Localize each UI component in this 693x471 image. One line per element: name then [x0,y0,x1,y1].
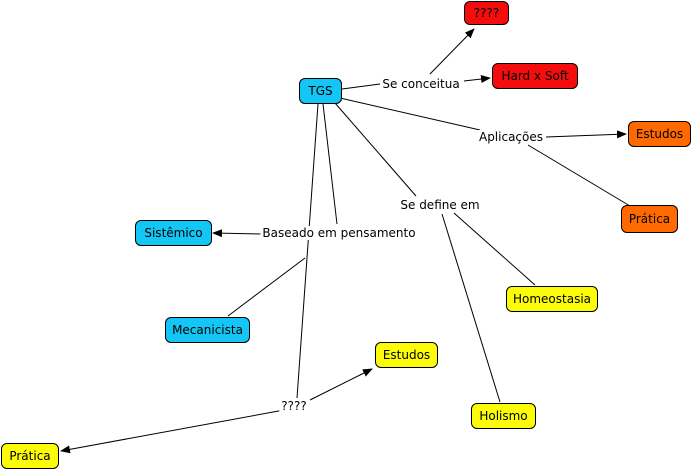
connector-baseado-mecanicista [227,257,306,317]
connector-se-define-em-holismo [441,213,501,403]
link-label-baseado-em-pensamento: Baseado em pensamento [260,226,418,240]
connector-se-define-em-homeostasia [453,212,536,286]
node-holismo[interactable]: Holismo [471,403,536,429]
node-pratica-orange[interactable]: Prática [621,205,678,233]
link-label-unknown-mid: ???? [279,399,309,413]
link-label-se-define-em: Se define em [398,198,482,212]
connector-tgs-se-conceitua [341,83,381,90]
connector-tgs-unknown-mid [296,103,319,399]
node-unknown-top[interactable]: ???? [464,1,509,25]
connector-tgs-baseado [322,103,338,225]
node-homeostasia[interactable]: Homeostasia [506,286,598,312]
connector-se-conceitua-unknown [429,28,475,75]
node-tgs[interactable]: TGS [299,78,342,104]
connector-baseado-sistemico [212,229,263,238]
node-hard-soft[interactable]: Hard x Soft [492,63,578,89]
connector-tgs-aplicacoes [339,97,481,131]
connector-se-conceitua-hard-soft [463,75,491,84]
node-sistemico[interactable]: Sistêmico [135,220,212,246]
connector-aplicacoes-estudos [545,130,627,139]
node-estudos-yellow[interactable]: Estudos [375,342,438,368]
node-mecanicista[interactable]: Mecanicista [165,317,250,343]
node-estudos-orange[interactable]: Estudos [628,121,691,147]
link-label-se-conceitua: Se conceitua [380,77,462,91]
connector-unknown-mid-estudos [309,368,373,401]
connector-aplicacoes-pratica [527,144,631,207]
link-label-aplicacoes: Aplicações [476,130,546,144]
connector-tgs-se-define-em [334,102,417,197]
connector-unknown-mid-pratica [60,409,285,454]
node-pratica-yellow[interactable]: Prática [1,443,59,469]
